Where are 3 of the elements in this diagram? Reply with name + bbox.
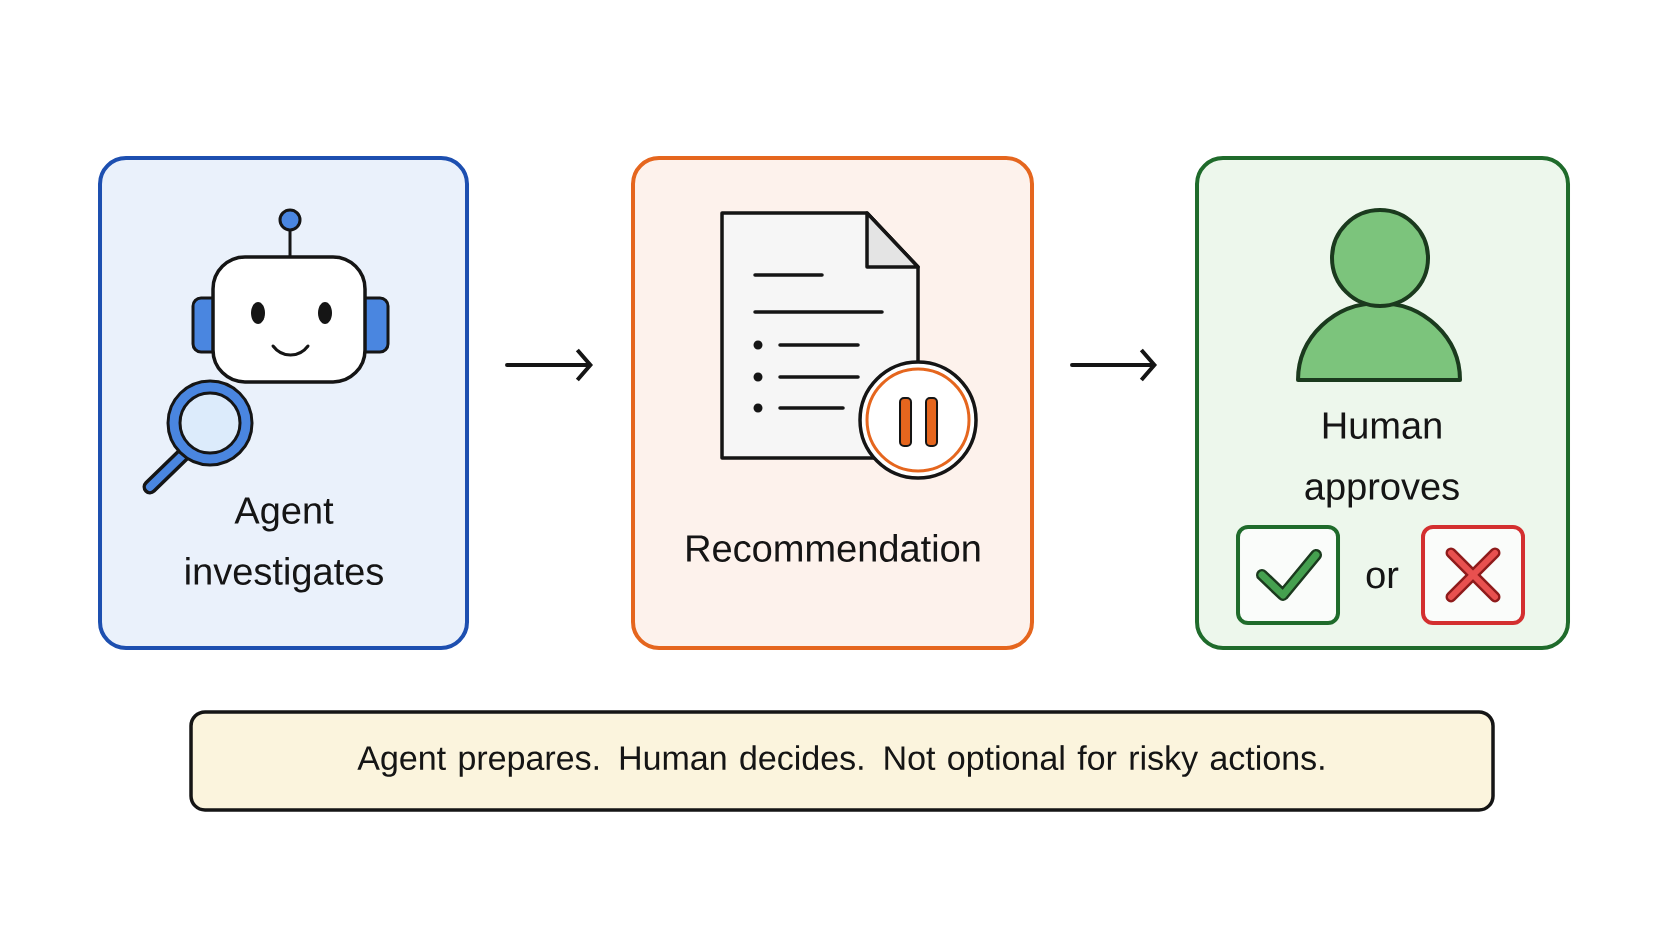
note-banner: Agent prepares. Human decides. Not optional for risky actions.	[189, 710, 1495, 812]
arrow	[505, 348, 593, 382]
arrow	[1070, 348, 1157, 382]
